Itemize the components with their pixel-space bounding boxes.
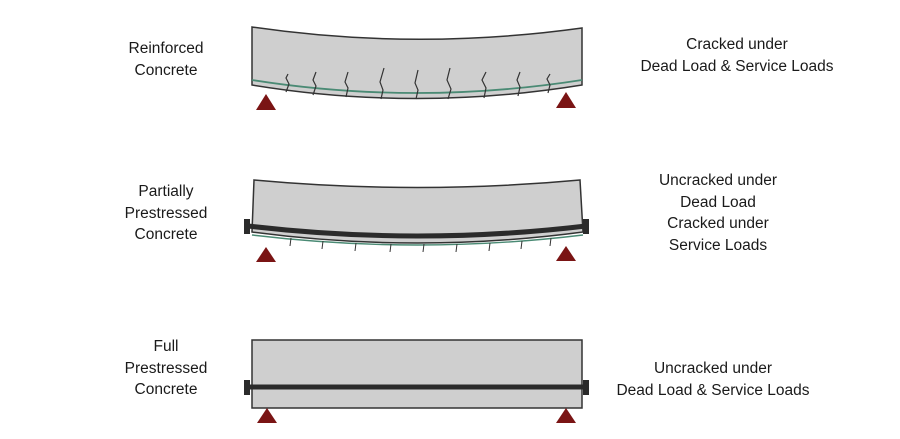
label-line: Dead Load & Service Loads <box>616 381 810 399</box>
crack-marks <box>285 67 551 100</box>
full-prestressed-beam <box>244 339 589 423</box>
label-line: Prestressed <box>124 204 208 222</box>
label-rc-behavior: Cracked under Dead Load & Service Loads <box>617 34 857 77</box>
label-full-prestressed: Full Prestressed Concrete <box>91 336 241 401</box>
label-line: Reinforced <box>128 40 204 57</box>
anchor-left <box>244 219 250 234</box>
label-line: Concrete <box>134 61 198 79</box>
rebar-line <box>251 79 583 94</box>
label-line: Cracked under <box>667 215 769 232</box>
label-line: Full <box>153 338 179 355</box>
label-fpc-behavior: Uncracked under Dead Load & Service Load… <box>593 358 833 401</box>
support-right <box>556 246 576 261</box>
label-partially-prestressed: Partially Prestressed Concrete <box>91 181 241 246</box>
anchor-right <box>583 219 589 234</box>
partially-prestressed-beam <box>244 179 589 262</box>
crack-marks <box>289 237 552 253</box>
beam-body <box>251 339 583 409</box>
label-line: Uncracked under <box>658 172 778 189</box>
rebar-line <box>251 234 584 246</box>
label-line: Dead Load <box>680 193 756 211</box>
label-line: Prestressed <box>124 359 208 377</box>
label-line: Service Loads <box>668 236 768 254</box>
label-line: Cracked under <box>686 36 788 53</box>
anchor-left <box>244 380 250 395</box>
beam-body <box>251 26 583 100</box>
prestressing-tendon <box>247 223 587 239</box>
support-left <box>256 247 276 262</box>
label-line: Concrete <box>134 226 198 243</box>
label-line: Concrete <box>134 381 198 398</box>
support-left <box>256 94 276 110</box>
support-right <box>556 408 576 423</box>
label-line: Partially <box>138 183 194 200</box>
label-line: Dead Load & Service Loads <box>640 57 834 75</box>
anchor-right <box>583 380 589 395</box>
support-left <box>257 408 277 423</box>
support-right <box>556 92 576 108</box>
label-line: Uncracked under <box>653 360 773 377</box>
label-ppc-behavior: Uncracked under Dead Load Cracked under … <box>598 170 838 256</box>
label-reinforced-concrete: Reinforced Concrete <box>91 38 241 81</box>
reinforced-concrete-beam <box>251 26 583 110</box>
